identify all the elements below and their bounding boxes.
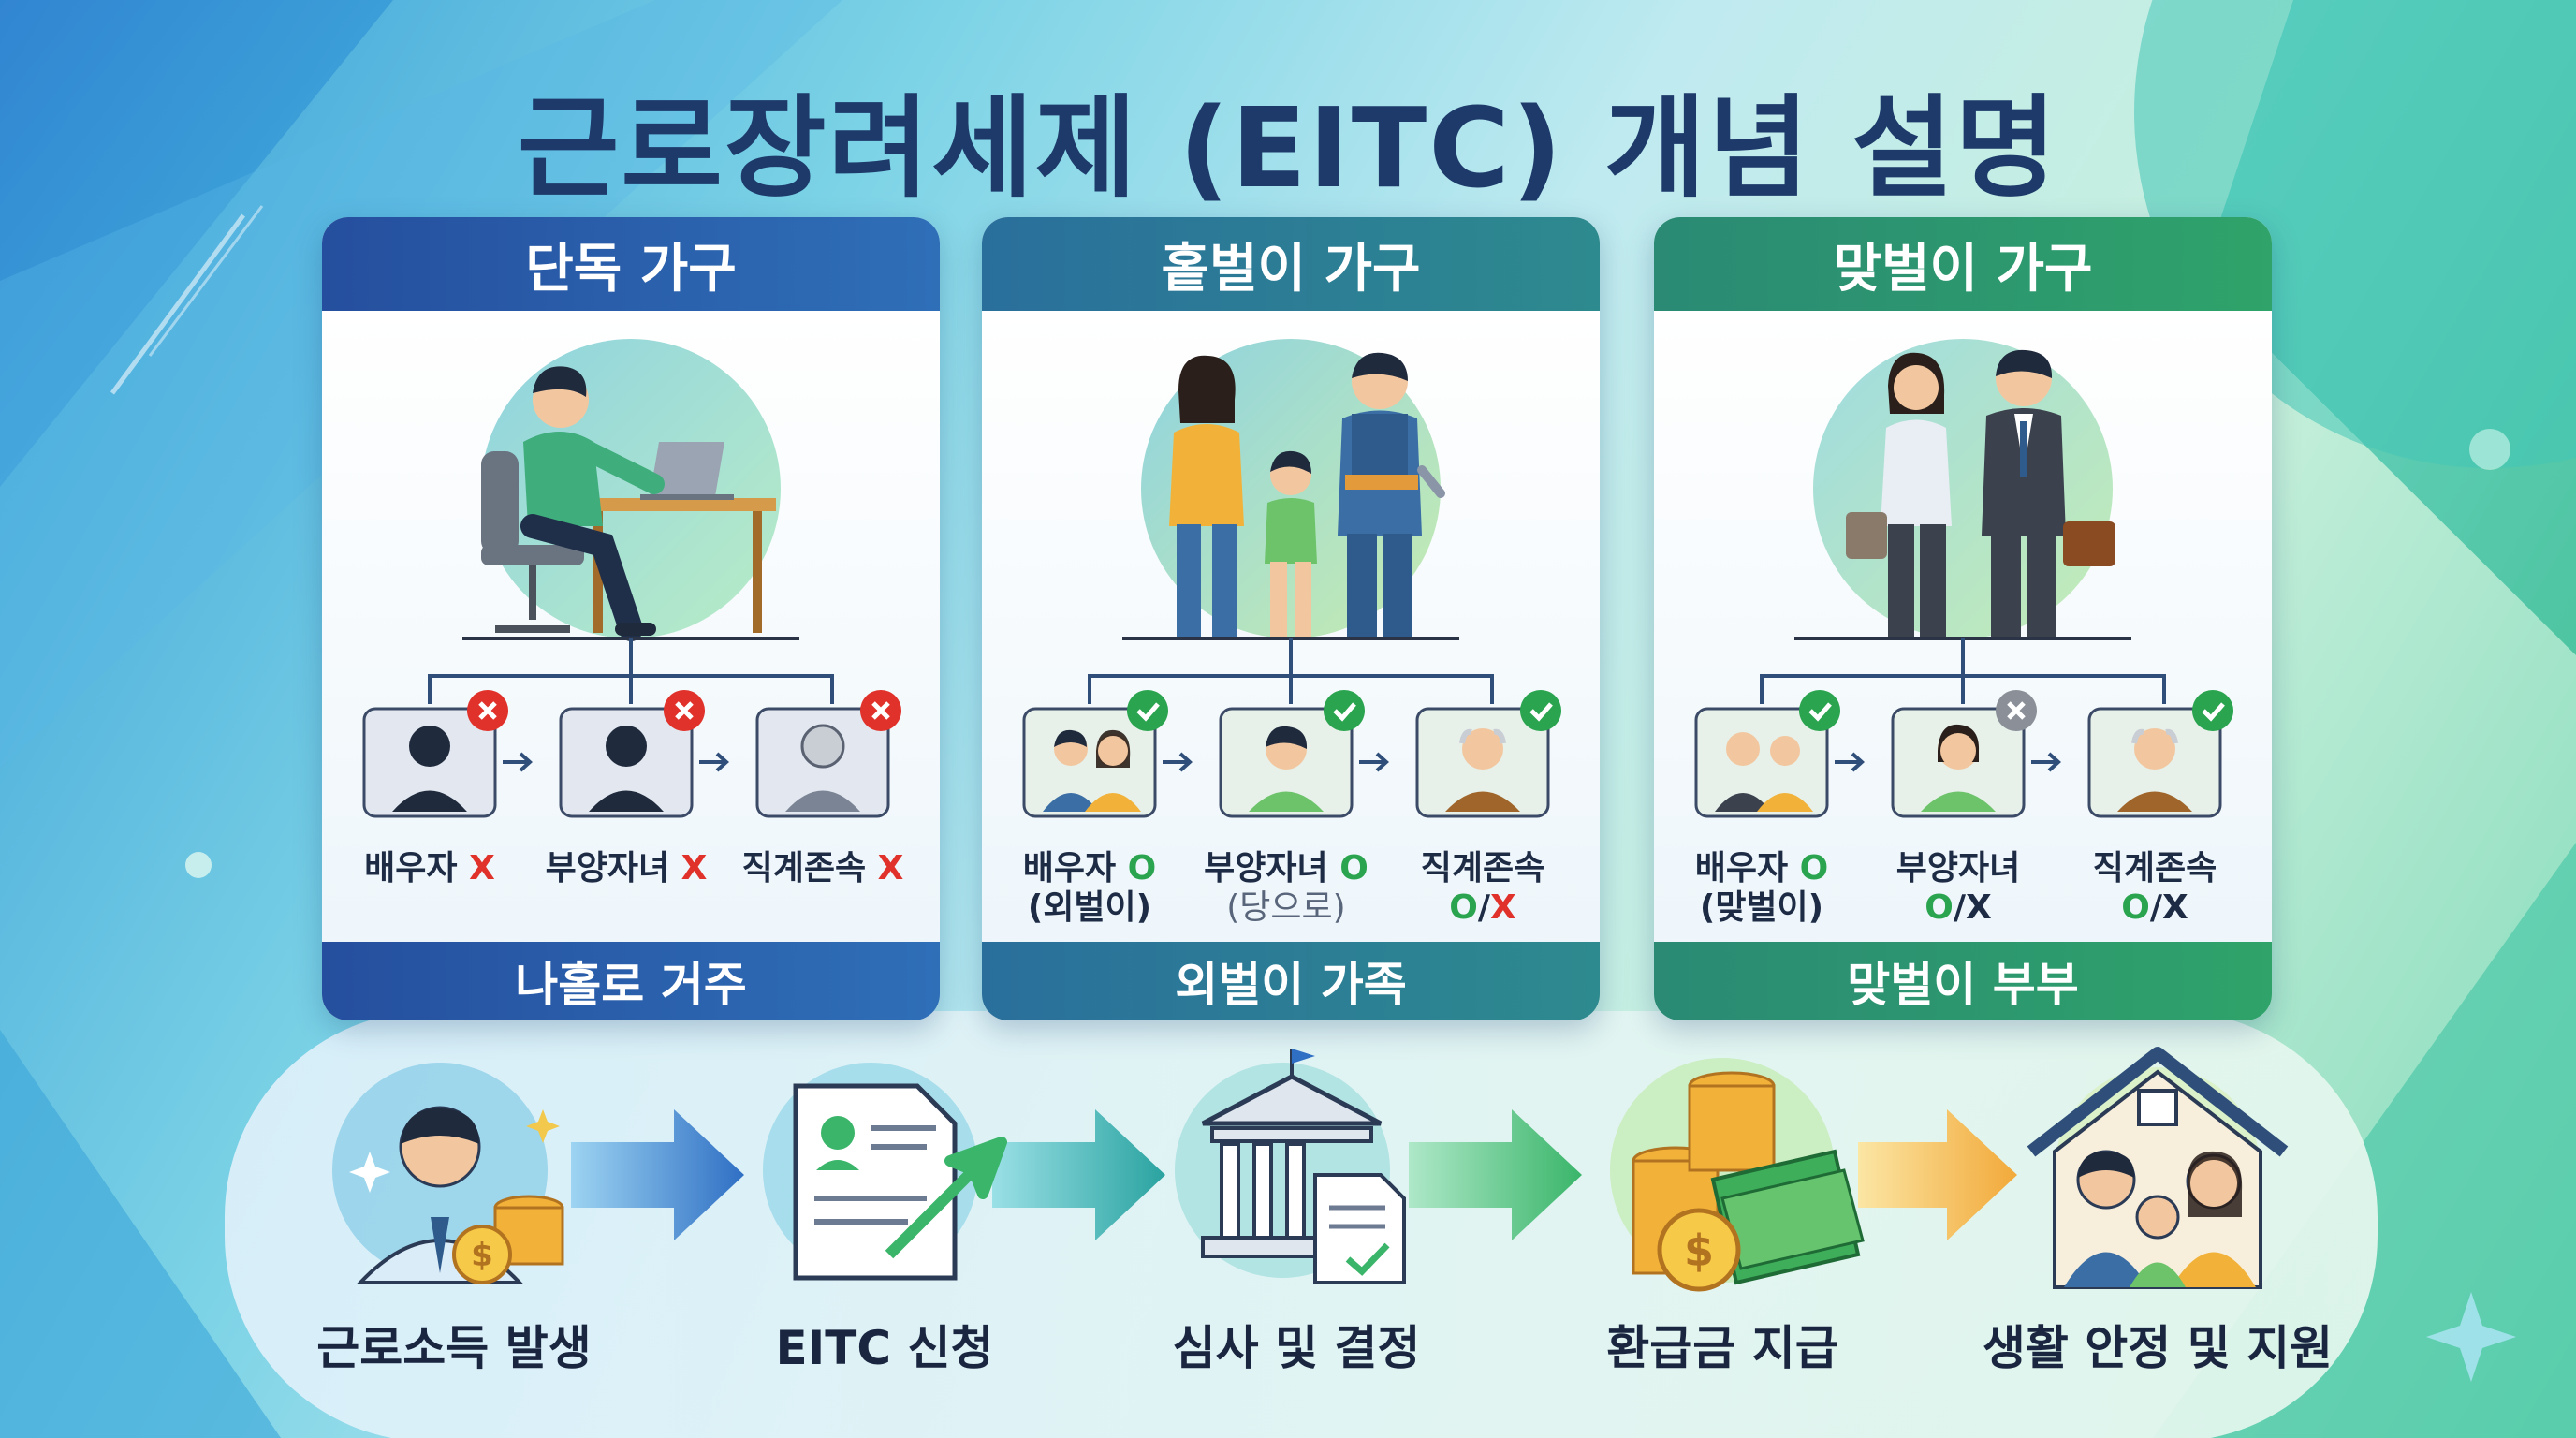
card-header: 홑벌이 가구: [982, 217, 1600, 311]
member-label-child: 부양자녀 X: [545, 849, 708, 888]
money-stack-icon: $: [1610, 1058, 1865, 1292]
child-silhouette-icon: [559, 707, 694, 818]
family-house-icon: [2027, 1047, 2289, 1289]
card-header: 단독 가구: [322, 217, 940, 311]
svg-text:$: $: [471, 1237, 493, 1274]
card-body: 배우자 O (맞벌이) 부양자녀 O/X 직계존속 O/X: [1654, 311, 2272, 942]
card-footer: 외벌이 가족: [982, 942, 1600, 1020]
check-badge-icon: [1324, 690, 1365, 731]
dual-earner-couple-illustration: [1694, 339, 2233, 818]
member-label-spouse: 배우자 O (맞벌이): [1694, 849, 1829, 927]
card-footer: 맞벌이 부부: [1654, 942, 2272, 1020]
member-label-elder: 직계존속 O/X: [1420, 849, 1545, 927]
elder-silhouette-icon: [755, 707, 890, 818]
elder-icon: [1415, 707, 1550, 818]
application-form-icon: [763, 1063, 1007, 1281]
check-badge-icon: [1127, 690, 1168, 731]
single-worker-illustration: [362, 339, 901, 818]
child-icon: [1219, 707, 1354, 818]
check-badge-icon: [2192, 690, 2233, 731]
flow-arrow: [1409, 1109, 1582, 1240]
single-earner-family-illustration: [1022, 339, 1561, 818]
member-label-elder: 직계존속 X: [741, 849, 904, 888]
card-dual-earner-household: 맞벌이 가구: [1654, 217, 2272, 1020]
step-label-earned-income: 근로소득 발생: [316, 1321, 592, 1375]
step-label-livelihood-support: 생활 안정 및 지원: [1982, 1321, 2334, 1375]
card-body: 배우자 X 부양자녀 X 직계존속 X: [322, 311, 940, 942]
check-badge-icon: [1799, 690, 1840, 731]
page-title: 근로장려세제 (EITC) 개념 설명: [517, 83, 2059, 213]
card-single-earner-household: 홑벌이 가구: [982, 217, 1600, 1020]
check-badge-icon: [1520, 690, 1561, 731]
card-header: 맞벌이 가구: [1654, 217, 2272, 311]
child-icon: [1891, 707, 2026, 818]
member-label-child: 부양자녀 O/X: [1895, 849, 2021, 927]
flow-arrow: [1858, 1109, 2017, 1240]
step-label-refund-payment: 환급금 지급: [1606, 1321, 1838, 1375]
couple-icon: [1022, 707, 1157, 818]
flow-arrow: [992, 1109, 1165, 1240]
card-single-household: 단독 가구: [322, 217, 940, 1020]
svg-text:$: $: [1684, 1225, 1714, 1276]
step-label-review-decision: 심사 및 결정: [1172, 1321, 1421, 1375]
member-label-child: 부양자녀 O (당으로): [1204, 849, 1368, 927]
member-label-elder: 직계존속 O/X: [2092, 849, 2217, 927]
card-body: 배우자 O (외벌이) 부양자녀 O (당으로) 직계존속 O/X: [982, 311, 1600, 942]
member-label-spouse: 배우자 O (외벌이): [1022, 849, 1157, 927]
flow-arrow: [571, 1109, 744, 1240]
elder-icon: [2087, 707, 2222, 818]
government-building-icon: [1175, 1049, 1406, 1284]
working-couple-icon: [1694, 707, 1829, 818]
step-label-eitc-application: EITC 신청: [775, 1321, 994, 1375]
spouse-silhouette-icon: [362, 707, 497, 818]
member-label-spouse: 배우자 X: [364, 849, 495, 888]
card-footer: 나홀로 거주: [322, 942, 940, 1020]
worker-coins-icon: $: [332, 1063, 564, 1284]
